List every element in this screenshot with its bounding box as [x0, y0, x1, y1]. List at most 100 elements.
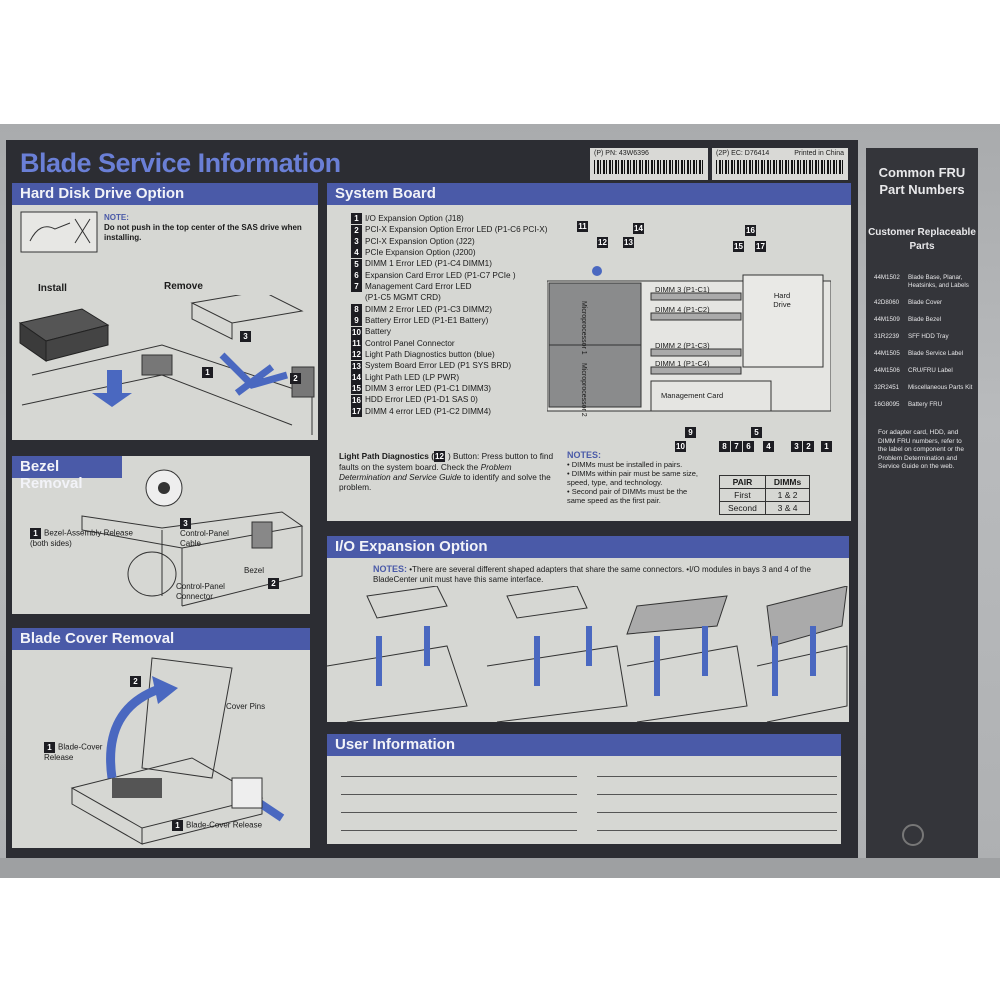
legend-number: 11	[351, 337, 362, 349]
table-cell: 3 & 4	[764, 501, 811, 515]
legend-number: 2	[351, 224, 362, 236]
board-callout: 10	[675, 441, 686, 452]
board-callout: 2	[803, 441, 814, 452]
fru-desc: SFF HDD Tray	[908, 333, 949, 340]
write-line[interactable]	[341, 830, 577, 831]
legend-item: (P1-C5 MGMT CRD)	[351, 292, 581, 303]
board-callout: 8	[719, 441, 730, 452]
write-line[interactable]	[597, 776, 837, 777]
legend-number: 14	[351, 371, 362, 383]
legend-text: System Board Error LED (P1 SYS BRD)	[365, 361, 512, 371]
dimm-notes-title: NOTES:	[567, 450, 602, 460]
part-number-barcode	[594, 160, 704, 174]
legend-number: 7	[351, 281, 362, 293]
fru-pn: 44M1509	[874, 316, 900, 323]
dimm-pair-table: PAIR DIMMs First 1 & 2 Second 3 & 4	[719, 475, 811, 515]
lpd-number: 12	[433, 451, 445, 463]
hdd-callout-1: 1	[202, 367, 213, 378]
board-callout: 5	[751, 427, 762, 438]
table-row: First 1 & 2	[719, 488, 811, 502]
table-header: DIMMs	[764, 475, 811, 489]
cover-callout-1b: 1	[172, 820, 183, 831]
hdd-illustration	[18, 295, 315, 435]
legend-text: PCIe Expansion Option (J200)	[365, 247, 476, 257]
legend-text: PCI-X Expansion Option Error LED (P1-C6 …	[365, 225, 548, 235]
legend-number: 6	[351, 269, 362, 281]
dimm-note-text: DIMMs must be installed in pairs.	[571, 460, 683, 469]
legend-text: I/O Expansion Option (J18)	[365, 214, 464, 223]
board-callout: 14	[633, 223, 644, 234]
io-illustrations	[327, 586, 848, 722]
table-header: PAIR	[719, 475, 766, 489]
user-info-panel: User Information	[327, 734, 841, 844]
printed-text: Printed in China	[794, 150, 844, 157]
cover-callout-2: 2	[130, 676, 141, 687]
write-line[interactable]	[341, 776, 577, 777]
hdd-note-text: Do not push in the top center of the SAS…	[104, 223, 302, 242]
legend-number: 3	[351, 235, 362, 247]
board-callout: 13	[623, 237, 634, 248]
fru-pn: 42D8060	[874, 299, 900, 306]
write-line[interactable]	[341, 794, 577, 795]
legend-number: 4	[351, 247, 362, 259]
write-line[interactable]	[597, 794, 837, 795]
io-notes-title: NOTES:	[373, 564, 408, 574]
chassis-edge	[0, 858, 1000, 878]
legend-text: DIMM 2 Error LED (P1-C3 DIMM2)	[365, 304, 492, 314]
cover-illustration	[70, 657, 285, 845]
part-number-tag: (P) PN: 43W6396	[590, 148, 708, 180]
hdd-heading: Hard Disk Drive Option	[12, 183, 318, 205]
legend-text: Light Path Diagnostics button (blue)	[365, 349, 495, 359]
cover-release-bottom-text: Blade-Cover Release	[186, 820, 263, 830]
write-line[interactable]	[597, 812, 837, 813]
dimm4-label: DIMM 4 (P1-C2)	[655, 305, 710, 314]
legend-text: PCI-X Expansion Option (J22)	[365, 236, 475, 246]
legend-text: Management Card Error LED	[365, 281, 472, 291]
part-number-text: (P) PN: 43W6396	[594, 150, 649, 157]
legend-number: 1	[351, 213, 362, 225]
hdd-note: NOTE: Do not push in the top center of t…	[104, 213, 304, 243]
legend-text: Light Path LED (LP PWR)	[365, 372, 460, 382]
system-board-heading: System Board	[327, 183, 851, 205]
ec-barcode	[716, 160, 844, 174]
table-header-row: PAIR DIMMs	[719, 475, 811, 489]
write-line[interactable]	[341, 812, 577, 813]
board-callout: 3	[791, 441, 802, 452]
table-cell: Second	[719, 501, 766, 515]
table-row: Second 3 & 4	[719, 501, 811, 515]
hdd-note-title: NOTE:	[104, 213, 129, 222]
dimm-note: • DIMMs within pair must be same size, s…	[567, 469, 699, 487]
microprocessor-1-label: Microprocessor 1	[580, 301, 587, 355]
hdd-panel: Hard Disk Drive Option NOTE: Do not push…	[12, 183, 318, 440]
fru-pn: 44M1505	[874, 350, 900, 357]
fru-desc: CRU/FRU Label	[908, 367, 953, 374]
legend-number: 8	[351, 303, 362, 315]
bezel-release-text: Bezel-Assembly Release (both sides)	[30, 528, 133, 548]
hdd-callout-2: 2	[290, 373, 301, 384]
fru-pn: 31R2239	[874, 333, 900, 340]
legend-text: Battery Error LED (P1-E1 Battery)	[365, 315, 489, 325]
bezel-cable-text: Control-Panel Cable	[180, 529, 229, 548]
write-line[interactable]	[597, 830, 837, 831]
table-cell: First	[719, 488, 766, 502]
dimm-note: • Second pair of DIMMs must be the same …	[567, 487, 688, 505]
legend-text: (P1-C5 MGMT CRD)	[365, 293, 441, 303]
system-board-diagram: Microprocessor 1 Microprocessor 2 DIMM 3…	[547, 221, 832, 452]
screw-knob-icon[interactable]	[902, 824, 924, 846]
legend-text: DIMM 1 Error LED (P1-C4 DIMM1)	[365, 259, 492, 269]
fru-desc: Blade Service Label	[908, 350, 964, 357]
